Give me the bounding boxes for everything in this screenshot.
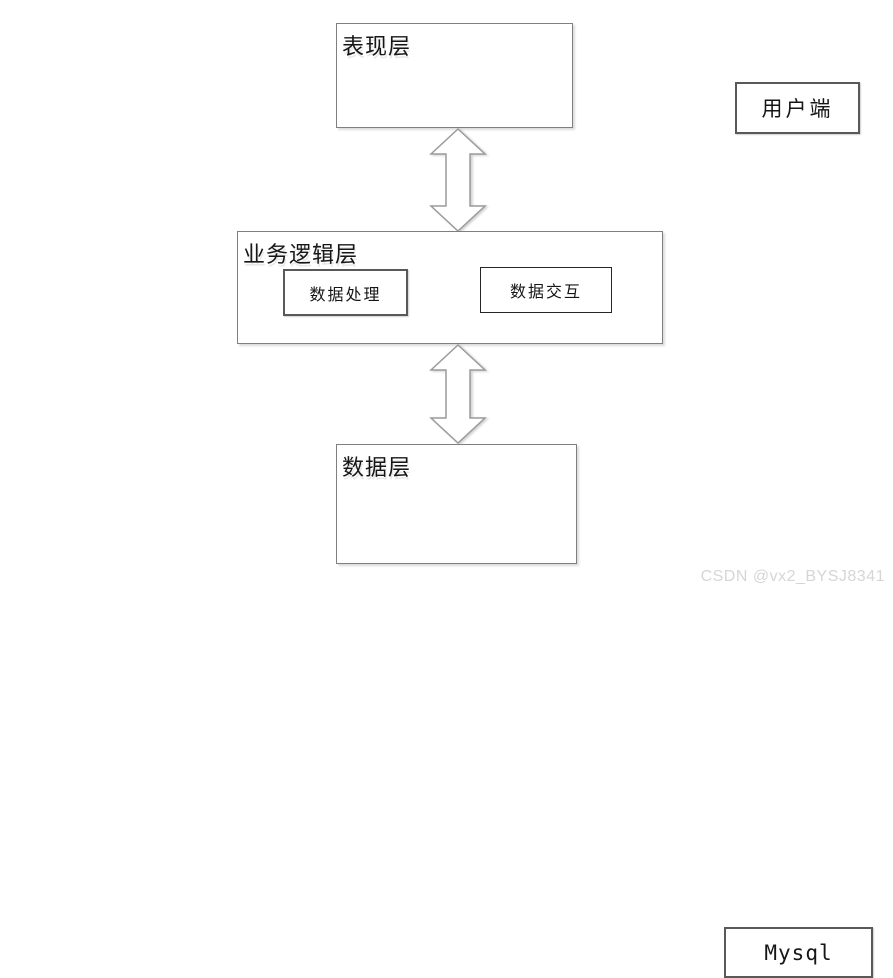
layer-label-data: 数据层 [342,456,412,481]
layer-box-presentation: 表现层 用户端 [336,23,860,134]
component-box-data-interaction: 数据交互 [480,267,612,313]
component-box-data-processing: 数据处理 [283,269,408,316]
component-label-data-interaction: 数据交互 [509,282,582,301]
component-box-mysql: Mysql [724,927,873,978]
component-label-client: 用户端 [761,97,834,121]
layer-label-business: 业务逻辑层 [243,243,359,268]
component-label-data-processing: 数据处理 [309,284,382,304]
diagram-canvas: 表现层 用户端 业务逻辑层 数据处理 数据交互 数据层 Mysql CSDN @… [237,23,885,978]
watermark-text: CSDN @vx2_BYSJ8341 [700,568,885,585]
double-arrow-icon [429,128,487,232]
layer-label-presentation: 表现层 [342,35,412,60]
double-arrow-icon [429,344,487,444]
component-label-mysql: Mysql [764,940,833,965]
component-box-client: 用户端 [735,82,860,134]
layer-box-data: 数据层 Mysql [336,444,873,978]
